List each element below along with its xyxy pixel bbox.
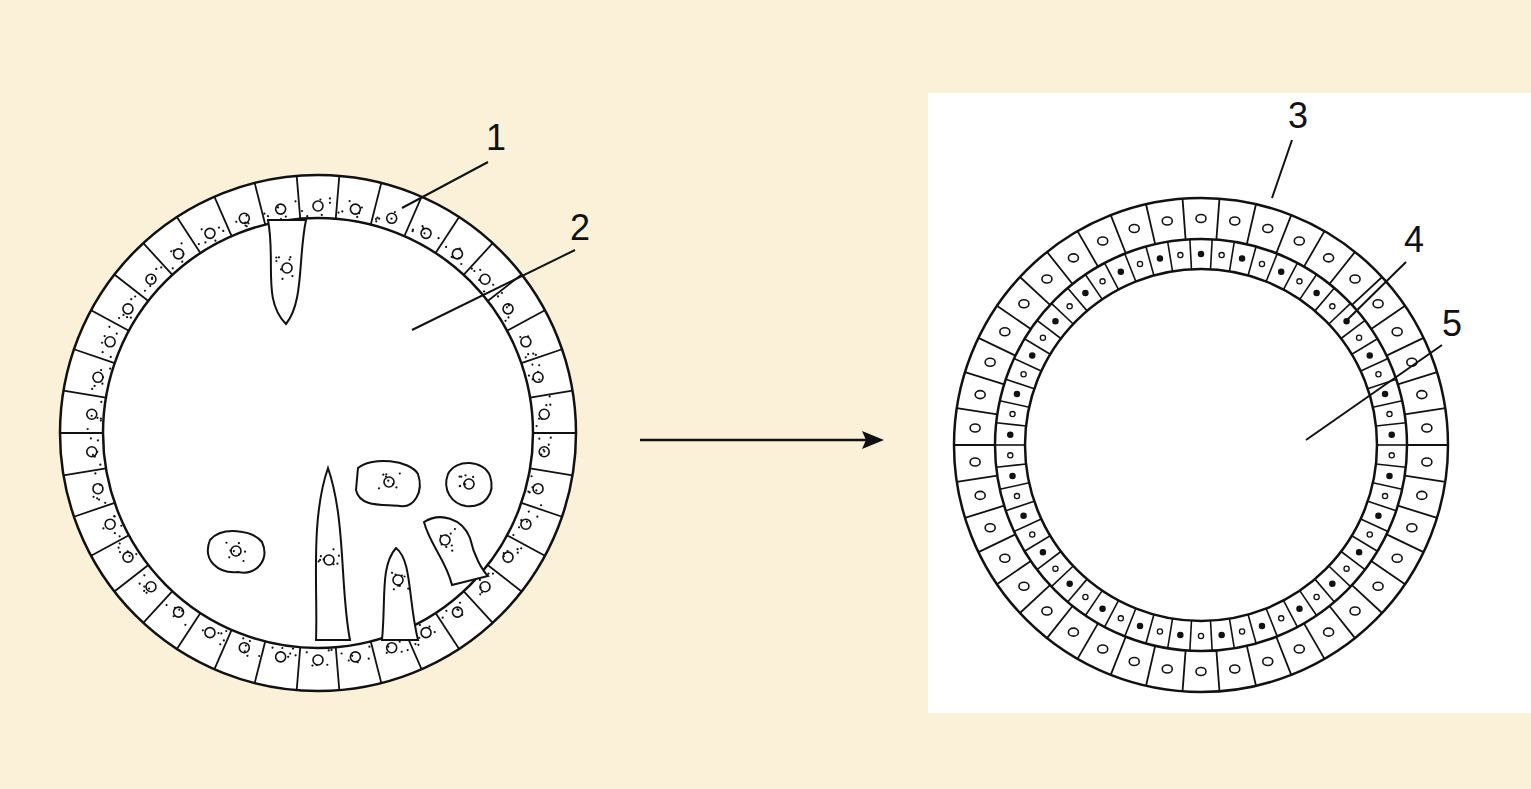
callout-number: 2: [570, 210, 590, 246]
leader-line: [412, 250, 575, 330]
migrating-cell: [382, 548, 418, 640]
callout-number: 3: [1288, 98, 1308, 134]
migrating-cell: [424, 517, 488, 585]
migrating-cell: [268, 220, 306, 324]
migrating-cell: [356, 461, 420, 506]
leader-line: [1272, 140, 1292, 198]
leader-line: [402, 162, 488, 208]
leader-line: [1306, 345, 1442, 440]
transition-arrow: [640, 431, 884, 449]
leader-lines: [402, 140, 1442, 440]
callout-number: 1: [486, 120, 506, 156]
blastula: [60, 175, 576, 691]
migrating-cell: [316, 468, 350, 640]
migrating-cell: [208, 531, 264, 572]
callout-number: 5: [1442, 306, 1462, 342]
white-panel: [928, 93, 1531, 713]
callout-number: 4: [1404, 222, 1424, 258]
gastrula: [954, 198, 1448, 692]
leader-line: [1345, 262, 1406, 322]
migrating-cell: [446, 463, 491, 506]
